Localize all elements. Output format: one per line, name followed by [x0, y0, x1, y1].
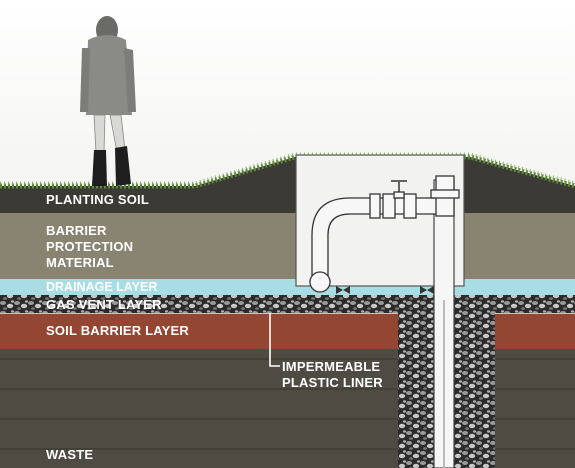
label-liner-line1: IMPERMEABLE	[282, 359, 380, 374]
label-barrier-line1: BARRIER	[46, 223, 107, 238]
pipe-assembly	[309, 175, 460, 293]
valve-markers	[336, 286, 434, 294]
label-liner-line2: PLASTIC LINER	[282, 375, 383, 390]
barrier-protection-layer	[0, 212, 575, 279]
label-barrier-line2: PROTECTION	[46, 239, 133, 254]
label-waste: WASTE	[46, 447, 93, 462]
liner-leader-line	[269, 313, 280, 367]
label-planting-soil: PLANTING SOIL	[46, 192, 149, 207]
label-barrier-line3: MATERIAL	[46, 255, 114, 270]
valve-handle-icon	[391, 180, 407, 192]
label-drainage-layer: DRAINAGE LAYER	[46, 280, 157, 294]
label-gas-vent-layer: GAS VENT LAYER	[46, 297, 162, 312]
grass-surface	[0, 154, 575, 189]
person-figure	[80, 16, 136, 186]
label-soil-barrier-layer: SOIL BARRIER LAYER	[46, 323, 189, 338]
